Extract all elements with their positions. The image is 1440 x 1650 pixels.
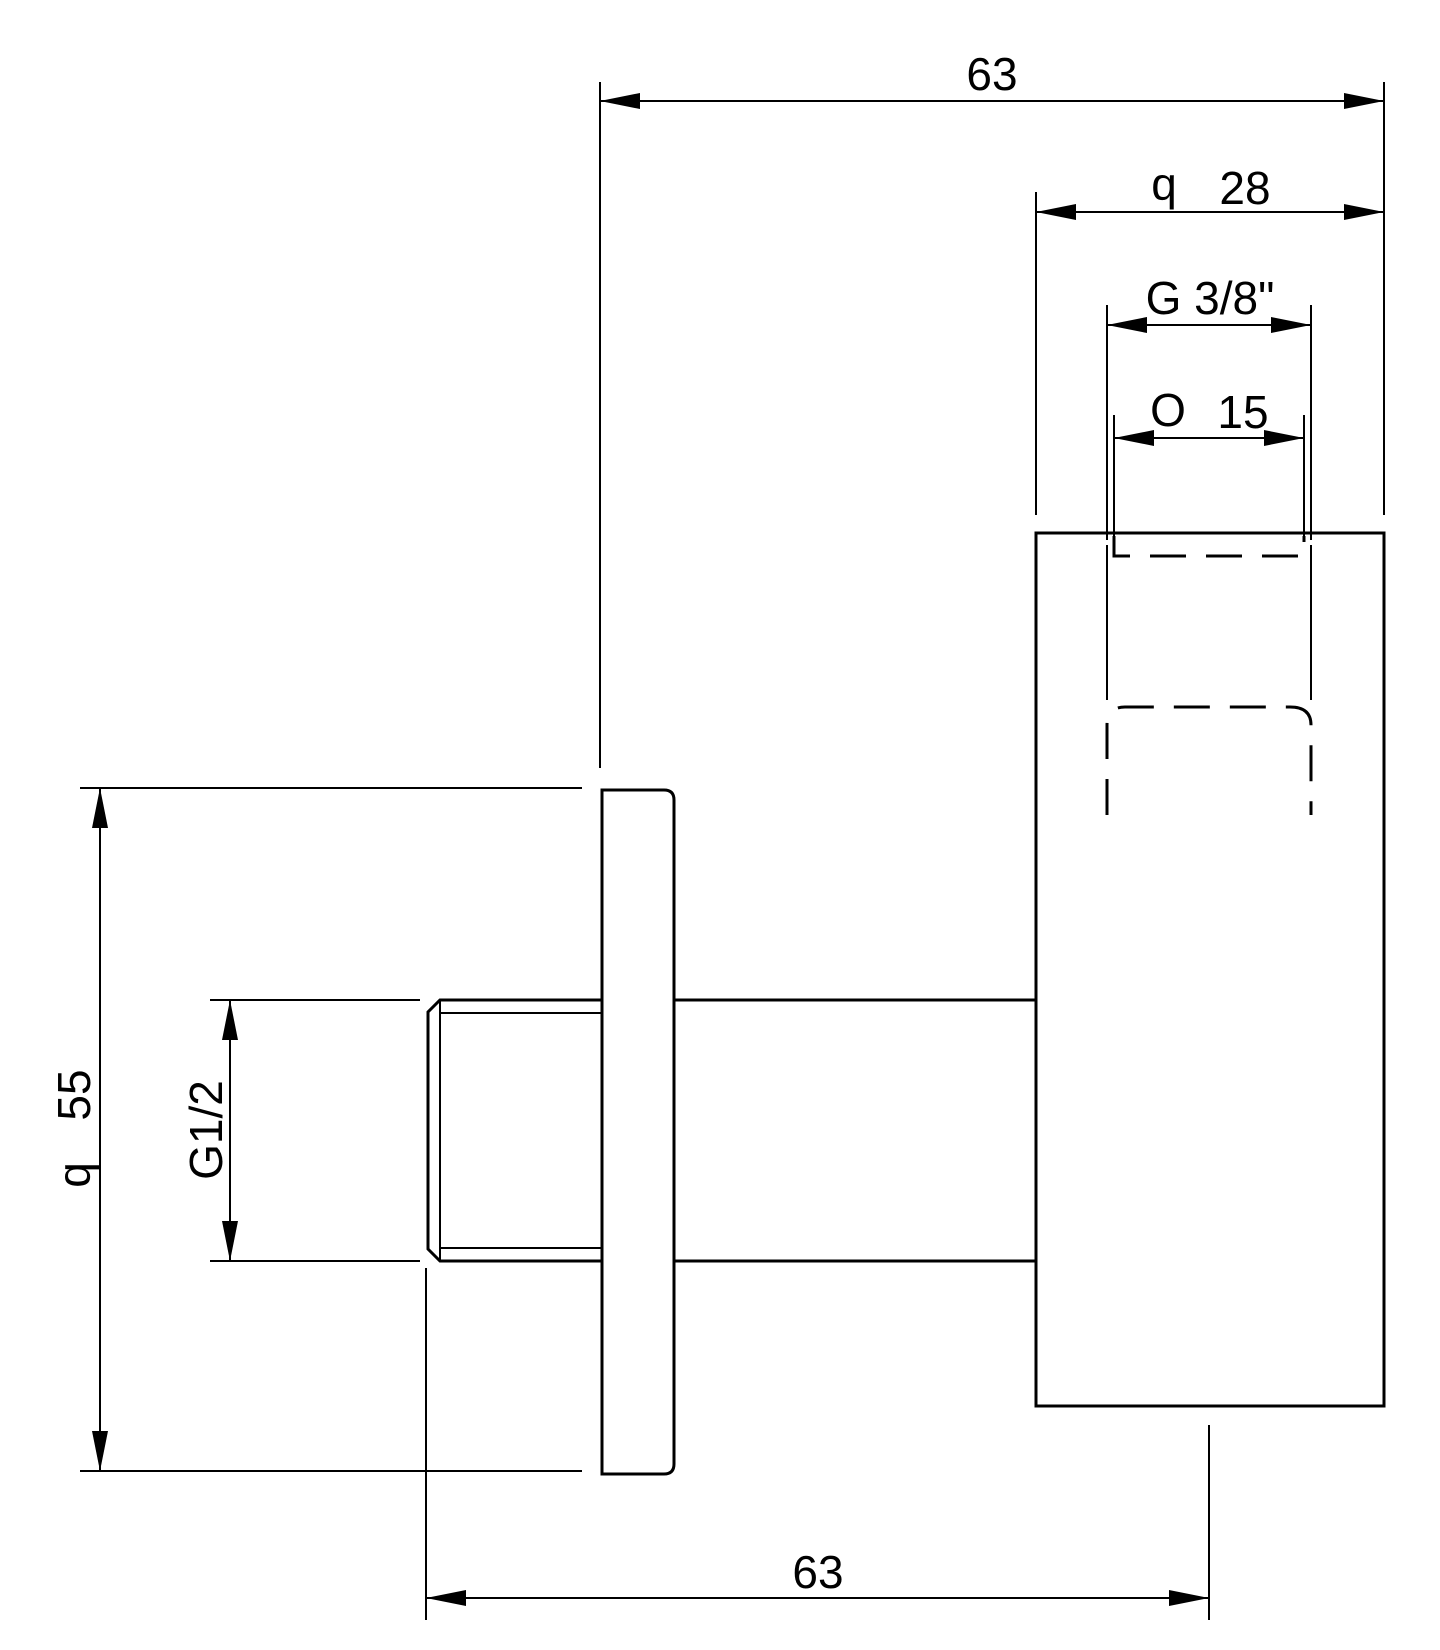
dim-bore-15-symbol: O: [1150, 384, 1186, 436]
dim-square-28: q 28: [1036, 158, 1384, 220]
dim-top-overall-label: 63: [966, 48, 1017, 100]
dim-top-overall: 63: [600, 48, 1384, 109]
dim-bottom-overall-label: 63: [792, 1546, 843, 1598]
flange-plate: [600, 788, 676, 1476]
dim-square-55-value: 55: [48, 1069, 100, 1120]
dim-thread-inlet-label: G1/2: [180, 1080, 232, 1180]
dim-square-55: q 55: [48, 788, 108, 1471]
hidden-bore-top: [1112, 536, 1306, 558]
dim-thread-outlet-label: G 3/8": [1146, 272, 1275, 324]
hidden-thread-pocket: [1105, 705, 1313, 815]
dim-square-55-symbol: q: [48, 1162, 100, 1188]
outlet-block: [1034, 531, 1386, 1408]
extension-lines: [80, 82, 1385, 1620]
dim-thread-outlet: G 3/8": [1107, 272, 1311, 333]
dim-square-28-symbol: q: [1151, 158, 1177, 210]
part-outline: [426, 531, 1386, 1476]
dim-bottom-overall: 63: [426, 1546, 1209, 1606]
inlet-nipple: [426, 998, 602, 1263]
dim-square-28-value: 28: [1219, 162, 1270, 214]
dim-thread-inlet: G1/2: [180, 1000, 238, 1261]
dim-bore-15: O 15: [1114, 384, 1304, 446]
dim-bore-15-value: 15: [1217, 386, 1268, 438]
